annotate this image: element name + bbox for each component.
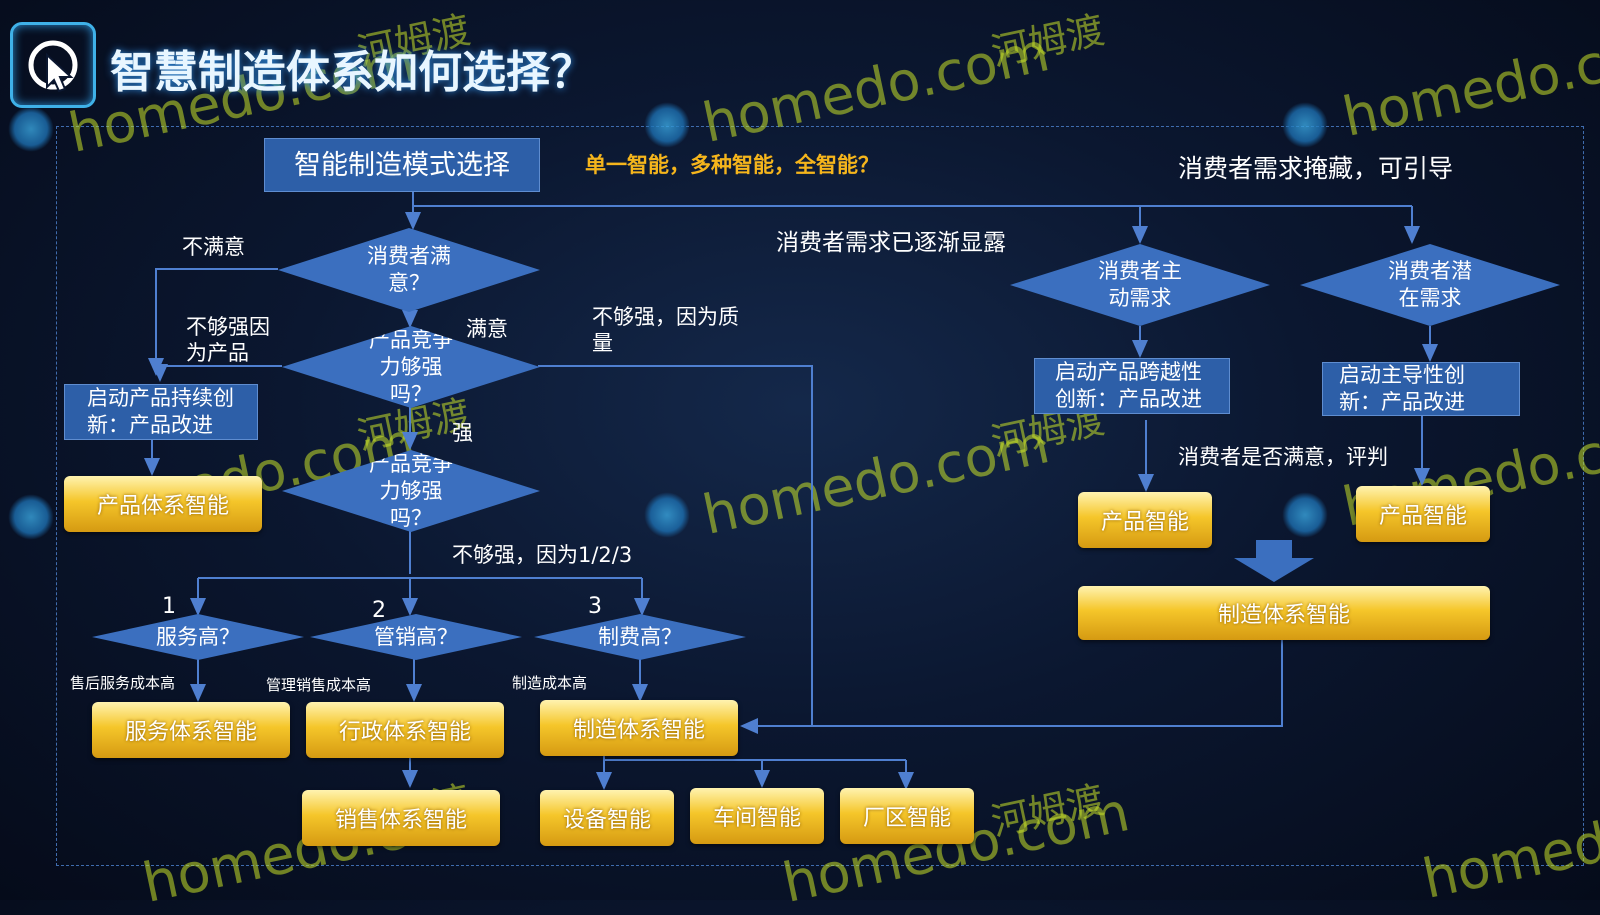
smart-level-question: 单一智能，多种智能，全智能？ — [585, 153, 879, 177]
branch-number-3: 3 — [588, 594, 602, 619]
page-title: 智慧制造体系如何选择？ — [110, 47, 594, 98]
watermark-flower-icon — [8, 106, 54, 152]
label-judge-satisfaction: 消费者是否满意，评判 — [1178, 445, 1388, 469]
mfg-system-smart-box: 制造体系智能 — [540, 700, 738, 756]
note-admin-cost: 管理销售成本高 — [266, 676, 372, 694]
label-demand-revealed: 消费者需求已逐渐显露 — [776, 230, 1006, 256]
branch-number-2: 2 — [372, 598, 386, 623]
plant-smart-box: 厂区智能 — [840, 788, 974, 844]
workshop-smart-box: 车间智能 — [690, 788, 824, 844]
continuous-innovation-box: 启动产品持续创新：产品改进 — [64, 384, 258, 440]
label-not-strong-product: 不够强因为产品 — [186, 315, 270, 365]
label-demand-hidden: 消费者需求掩藏，可引导 — [1178, 154, 1454, 183]
sales-system-smart-box: 销售体系智能 — [302, 790, 500, 846]
label-not-strong-123: 不够强，因为1/2/3 — [452, 543, 633, 567]
label-strong: 强 — [452, 421, 473, 445]
watermark-flower-icon — [1282, 492, 1328, 538]
watermark-flower-icon — [1282, 102, 1328, 148]
product-system-smart-box: 产品体系智能 — [64, 476, 262, 532]
watermark-flower-icon — [644, 102, 690, 148]
diagram-frame — [56, 126, 1584, 866]
service-system-smart-box: 服务体系智能 — [92, 702, 290, 758]
note-service-cost: 售后服务成本高 — [70, 674, 176, 692]
product-smart-box-1: 产品智能 — [1078, 492, 1212, 548]
mfg-system-smart-box-right: 制造体系智能 — [1078, 586, 1490, 640]
mode-select-box: 智能制造模式选择 — [264, 138, 540, 192]
equipment-smart-box: 设备智能 — [540, 790, 674, 846]
branch-number-1: 1 — [162, 594, 176, 619]
note-mfg-cost: 制造成本高 — [512, 674, 588, 692]
admin-system-smart-box: 行政体系智能 — [306, 702, 504, 758]
watermark-flower-icon — [8, 494, 54, 540]
label-not-strong-quality: 不够强，因为质量 — [592, 305, 739, 355]
lead-innovation-box: 启动主导性创新：产品改进 — [1322, 362, 1520, 416]
watermark-flower-icon — [644, 492, 690, 538]
compass-cursor-icon — [10, 22, 96, 108]
leap-innovation-box: 启动产品跨越性创新：产品改进 — [1034, 358, 1230, 414]
product-smart-box-2: 产品智能 — [1356, 486, 1490, 542]
label-satisfied: 满意 — [466, 317, 508, 341]
label-unsatisfied: 不满意 — [182, 235, 245, 259]
